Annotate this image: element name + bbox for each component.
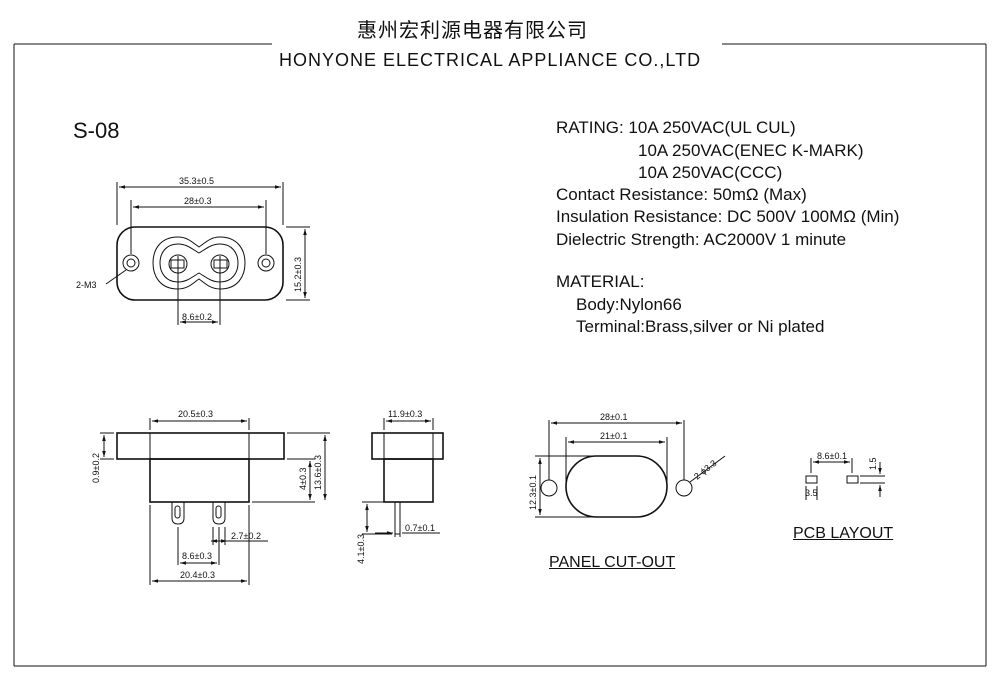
dim-pcb-pitch: 8.6±0.1 [817, 451, 847, 461]
material-body: Body:Nylon66 [576, 295, 682, 314]
panel-cutout-title: PANEL CUT-OUT [549, 554, 676, 571]
dim-pin-width: 2.7±0.2 [231, 531, 261, 541]
dim-pin-pitch: 8.6±0.2 [182, 312, 212, 322]
side-view [100, 418, 330, 585]
dielectric-strength: Dielectric Strength: AC2000V 1 minute [556, 230, 847, 249]
dim-step: 4±0.3 [298, 468, 308, 490]
company-name-english: HONYONE ELECTRICAL APPLIANCE CO.,LTD [279, 50, 702, 70]
company-name-chinese: 惠州宏利源电器有限公司 [357, 18, 588, 42]
panel-cutout-view [535, 420, 726, 518]
dim-hole-pitch: 28±0.3 [184, 196, 211, 206]
dim-side-pin-pitch: 8.6±0.3 [182, 551, 212, 561]
dim-overall-width: 35.3±0.5 [179, 176, 214, 186]
material-title: MATERIAL: [556, 272, 645, 291]
dim-pcb-width: 3.5 [805, 488, 818, 498]
dim-end-pin-thickness: 0.7±0.1 [405, 523, 435, 533]
dim-end-pin-length: 4.1±0.3 [356, 534, 366, 564]
dim-pcb-height: 1.5 [868, 457, 878, 470]
insulation-resistance: Insulation Resistance: DC 500V 100MΩ (Mi… [556, 207, 900, 226]
rating-line-1: RATING: 10A 250VAC(UL CUL) [556, 118, 796, 137]
front-view [105, 182, 310, 325]
dim-end-width: 11.9±0.3 [388, 409, 422, 419]
rating-line-2: 10A 250VAC(ENEC K-MARK) [638, 141, 864, 160]
rating-line-3: 10A 250VAC(CCC) [638, 163, 783, 182]
model-number: S-08 [73, 118, 120, 143]
dim-cutout-hole: 2-ϕ3.3 [692, 458, 718, 482]
dim-cutout-outer: 28±0.1 [600, 412, 627, 422]
material-terminal: Terminal:Brass,silver or Ni plated [576, 317, 825, 336]
dim-flange: 0.9±0.2 [91, 453, 101, 483]
pcb-layout-view [805, 458, 885, 500]
dim-total-height: 13.6±0.3 [313, 455, 323, 490]
dim-cutout-inner: 21±0.1 [600, 431, 627, 441]
end-view [362, 418, 444, 537]
drawing-border [13, 43, 987, 667]
dim-side-bottom: 20.4±0.3 [180, 570, 215, 580]
contact-resistance: Contact Resistance: 50mΩ (Max) [556, 185, 807, 204]
dim-side-top: 20.5±0.3 [178, 409, 213, 419]
dim-front-height: 15.2±0.3 [293, 257, 303, 292]
pcb-layout-title: PCB LAYOUT [793, 525, 894, 542]
dim-cutout-height: 12.3±0.1 [528, 475, 538, 510]
screw-label: 2-M3 [76, 280, 97, 290]
